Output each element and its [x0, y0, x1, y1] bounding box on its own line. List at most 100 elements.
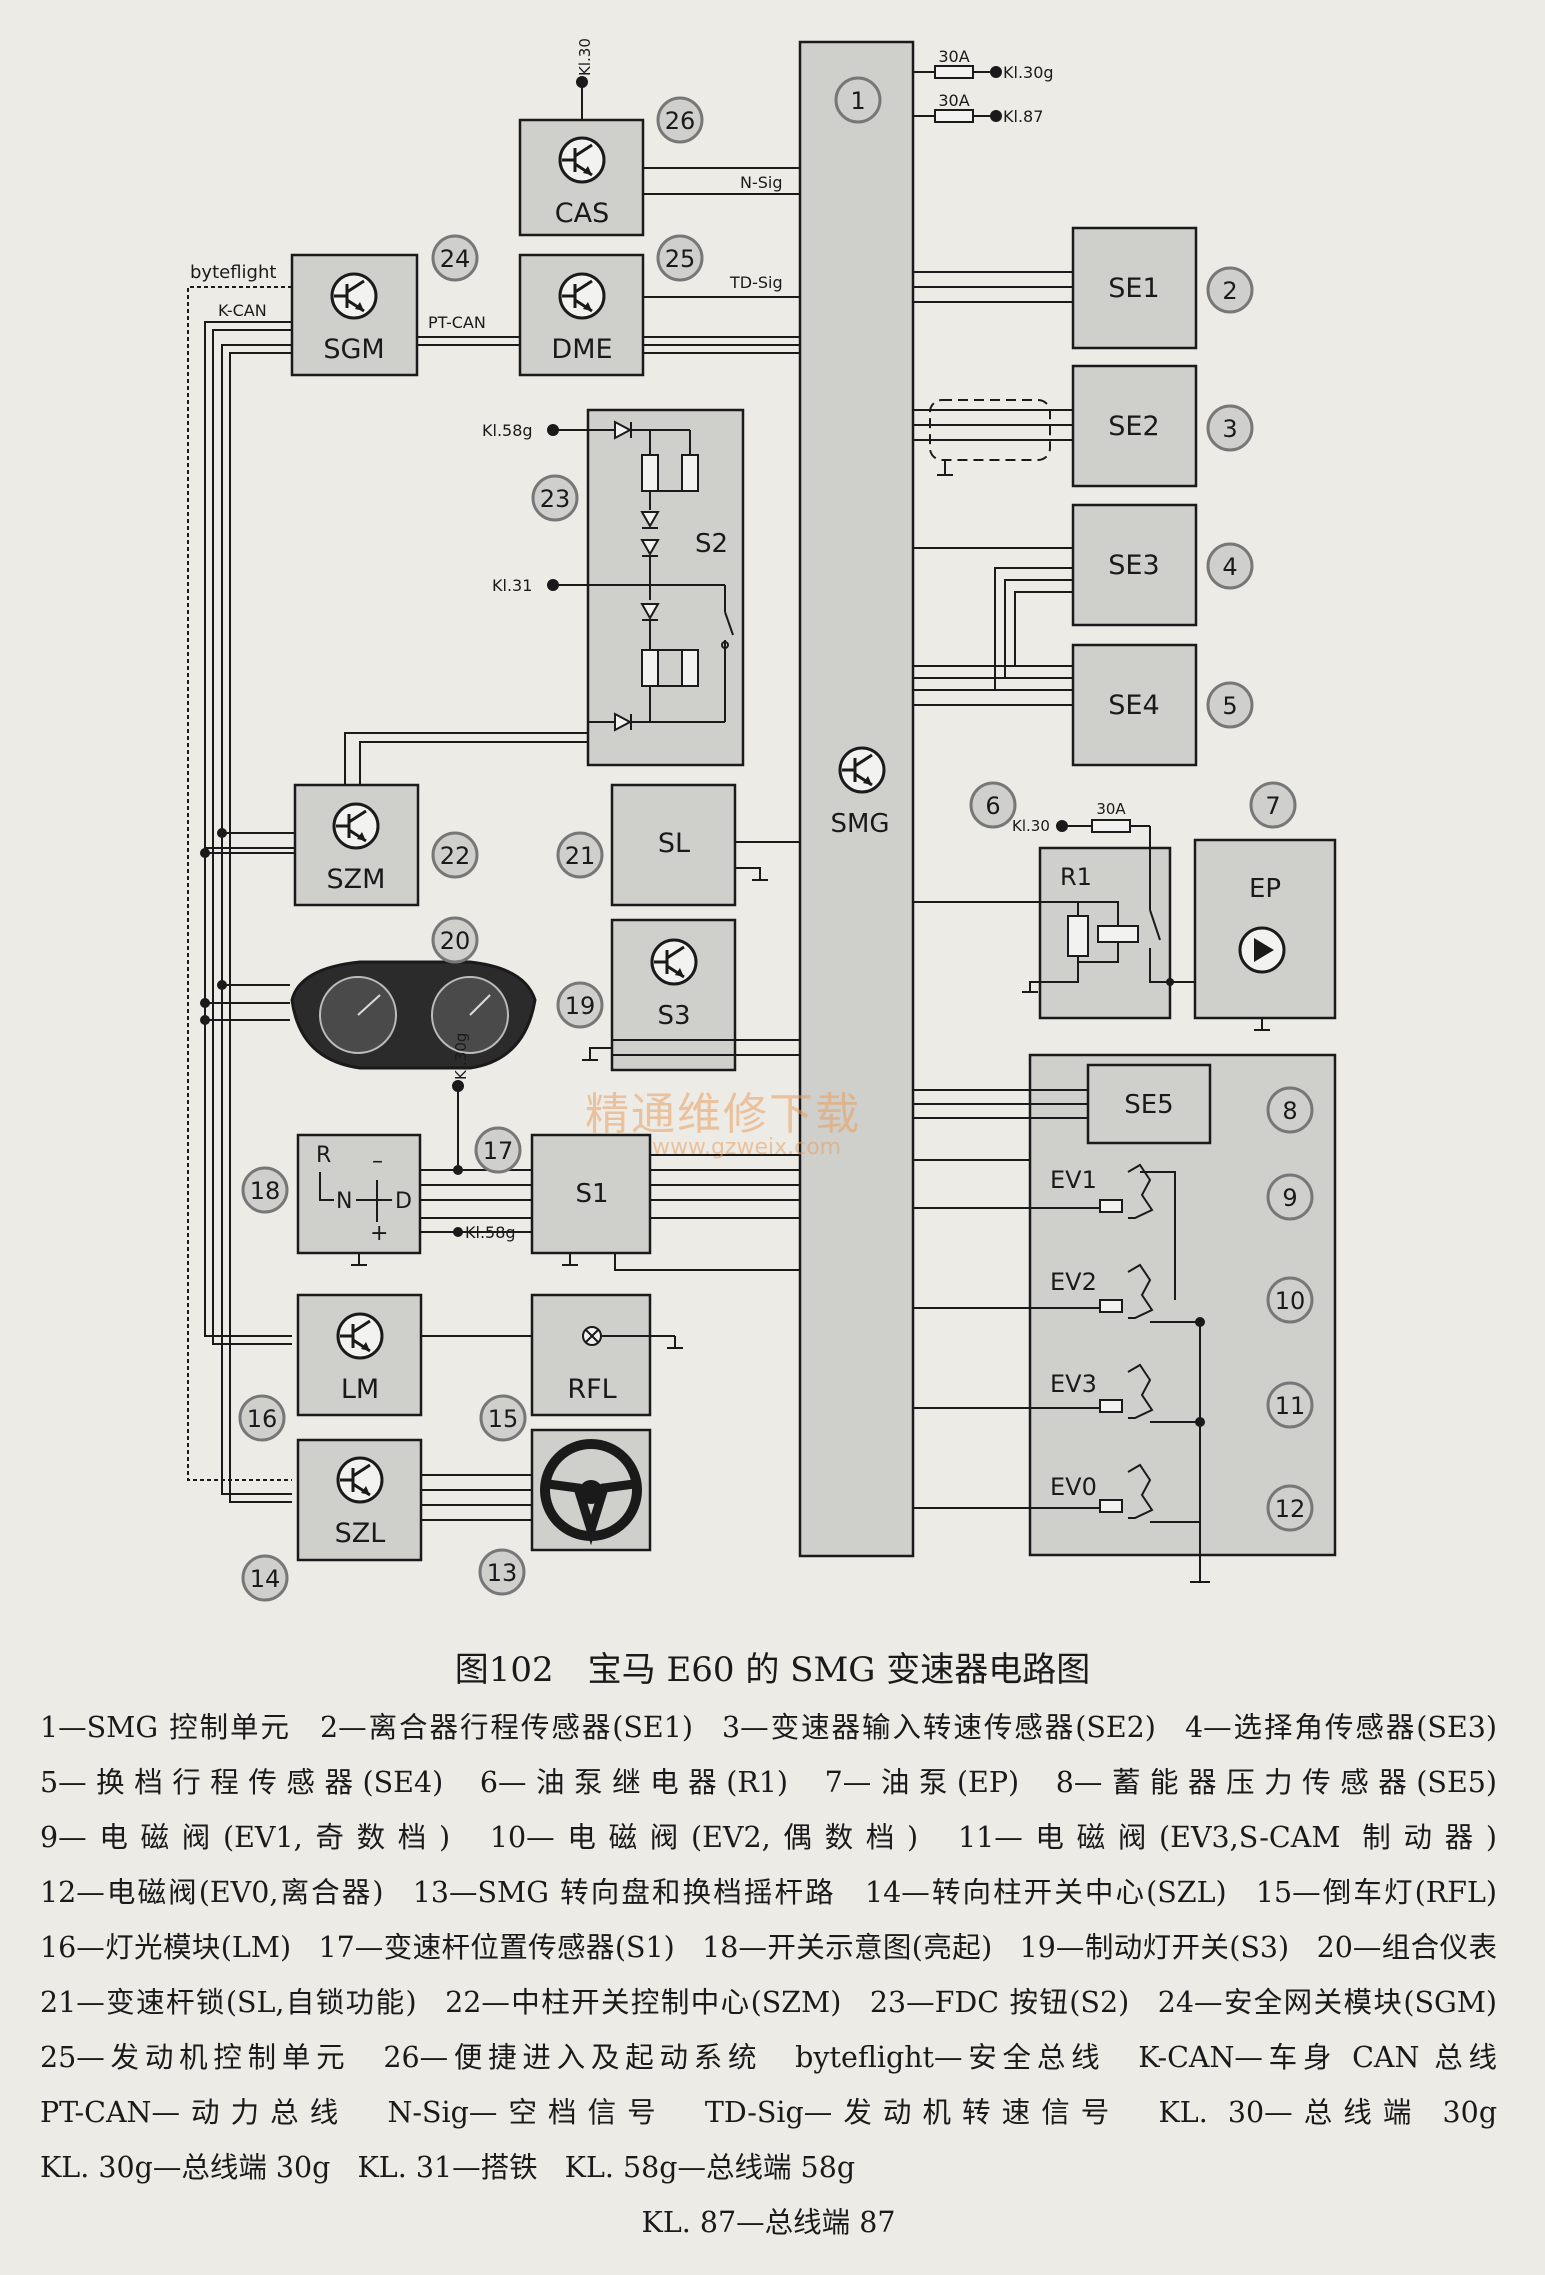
legend-item: byteflight—安全总线 [795, 2041, 1106, 2074]
dme-transistor-icon [558, 272, 606, 320]
legend-item: KL. 87—总线端 87 [641, 2206, 896, 2239]
svg-text:26: 26 [665, 107, 696, 135]
svg-text:11: 11 [1275, 1392, 1306, 1420]
legend-item: KL. 30—总线端 30g [1158, 2096, 1498, 2129]
fuse-30a-label: 30A [938, 47, 969, 66]
svg-text:8: 8 [1282, 1097, 1297, 1125]
badge-6: 6 [969, 781, 1017, 829]
sgm-transistor-icon [330, 272, 378, 320]
fuse-30a-label: 30A [938, 91, 969, 110]
legend-item: 9—电磁阀(EV1,奇数档) [40, 1821, 451, 1854]
kl58g-s1-label: Kl.58g [465, 1223, 516, 1242]
svg-text:3: 3 [1222, 415, 1237, 443]
badge-2: 2 [1206, 266, 1254, 314]
badge-7: 7 [1249, 781, 1297, 829]
legend-item: 16—灯光模块(LM) [40, 1931, 292, 1964]
badge-4: 4 [1206, 542, 1254, 590]
pt-can-label: PT-CAN [428, 313, 486, 332]
svg-text:10: 10 [1275, 1287, 1306, 1315]
fuse-30a-r1-label: 30A [1096, 800, 1126, 818]
ev0-valve: EV0 [913, 1463, 1200, 1523]
szl-transistor-icon [336, 1456, 384, 1504]
svg-text:1: 1 [850, 87, 865, 115]
badge-26: 26 [656, 96, 704, 144]
sgm-label: SGM [323, 334, 384, 365]
kl30-r1-label: Kl.30 [1012, 817, 1050, 835]
badge-5: 5 [1206, 681, 1254, 729]
gear-minus-label: – [372, 1149, 383, 1174]
figure-caption: 图102 宝马 E60 的 SMG 变速器电路图 [454, 1650, 1091, 1690]
lm-label: LM [341, 1374, 379, 1405]
se2-label: SE2 [1108, 411, 1159, 442]
badge-22: 22 [431, 831, 479, 879]
legend-item: 18—开关示意图(亮起) [702, 1931, 993, 1964]
legend-item: K-CAN—车身 CAN 总线 [1138, 2041, 1497, 2074]
s1-label: S1 [575, 1179, 608, 1209]
legend-item: 10—电磁阀(EV2,偶数档) [489, 1821, 919, 1854]
szm-transistor-icon [332, 802, 380, 850]
legend-item: 2—离合器行程传感器(SE1) [320, 1711, 693, 1744]
watermark-cn: 精通维修下载 [585, 1089, 861, 1140]
rfl-reverse-light [530, 1293, 652, 1417]
badge-3: 3 [1206, 404, 1254, 452]
legend-item: 7—油泵(EP) [824, 1766, 1020, 1799]
number-badges: 1 2 3 4 5 6 7 8 9 10 11 12 13 14 15 16 1… [238, 76, 1314, 1602]
gear-lever-sensor-s1 [530, 1133, 652, 1255]
legend-item: 13—SMG 转向盘和换档摇杆路 [412, 1876, 836, 1909]
circuit-diagram: SMG 30A Kl.30g 30A Kl.87 CAS Kl.30 N-Sig… [187, 38, 1337, 1602]
badge-13: 13 [478, 1548, 526, 1596]
legend-item: 26—便捷进入及起动系统 [383, 2041, 763, 2074]
svg-text:19: 19 [565, 992, 596, 1020]
legend-item: 11—电磁阀(EV3,S-CAM 制动器) [957, 1821, 1498, 1854]
legend-item: KL. 58g—总线端 58g [564, 2151, 856, 2184]
badge-15: 15 [479, 1394, 527, 1442]
legend-item: 8—蓄能器压力传感器(SE5) [1055, 1766, 1498, 1799]
badge-16: 16 [238, 1394, 286, 1442]
legend-item: KL. 31—搭铁 [357, 2151, 538, 2184]
se2-sensor [1071, 364, 1198, 488]
legend-item: N-Sig—空档信号 [387, 2096, 667, 2129]
legend-item: 4—选择角传感器(SE3) [1184, 1711, 1498, 1744]
legend-item: KL. 30g—总线端 30g [40, 2151, 331, 2184]
ev0-label: EV0 [1050, 1473, 1097, 1501]
sl-shift-lock [610, 783, 737, 907]
badge-24: 24 [431, 234, 479, 282]
svg-text:24: 24 [440, 245, 471, 273]
badge-18: 18 [241, 1166, 289, 1214]
svg-text:12: 12 [1275, 1495, 1306, 1523]
ep-label: EP [1249, 874, 1281, 904]
legend-item: 5—换档行程传感器(SE4) [40, 1766, 444, 1799]
gear-switch-diagram [296, 1133, 422, 1255]
svg-text:13: 13 [487, 1559, 518, 1587]
kl58g-s2-label: Kl.58g [482, 421, 533, 440]
byteflight-label: byteflight [190, 262, 276, 283]
legend-item: 22—中柱开关控制中心(SZM) [445, 1986, 842, 2019]
badge-20: 20 [431, 916, 479, 964]
kl87-terminal-label: Kl.87 [1003, 107, 1043, 126]
legend: 1—SMG 控制单元 2—离合器行程传感器(SE1) 3—变速器输入转速传感器(… [40, 1700, 1515, 2250]
kl31-label: Kl.31 [492, 576, 532, 595]
szl-label: SZL [335, 1518, 386, 1549]
smg-control-unit [798, 40, 915, 1558]
svg-text:23: 23 [540, 485, 571, 513]
legend-item: 23—FDC 按钮(S2) [869, 1986, 1130, 2019]
brake-light-switch-s3 [610, 918, 737, 1072]
svg-text:25: 25 [665, 245, 696, 273]
smg-transistor-icon [838, 746, 886, 794]
legend-item: 6—油泵继电器(R1) [479, 1766, 789, 1799]
legend-item: 14—转向柱开关中心(SZL) [864, 1876, 1227, 1909]
td-sig-label: TD-Sig [729, 273, 783, 292]
svg-text:2: 2 [1222, 277, 1237, 305]
badge-21: 21 [556, 831, 604, 879]
watermark-url: www.gzweix.com [652, 1135, 842, 1160]
ev3-valve: EV3 [913, 1363, 1200, 1423]
badge-25: 25 [656, 234, 704, 282]
gear-plus-label: + [370, 1221, 388, 1246]
se4-label: SE4 [1108, 690, 1159, 721]
ev3-label: EV3 [1050, 1370, 1097, 1398]
szm-label: SZM [327, 864, 386, 895]
legend-item: TD-Sig—发动机转速信号 [704, 2096, 1121, 2129]
cas-label: CAS [555, 198, 609, 229]
legend-item: 1—SMG 控制单元 [40, 1711, 291, 1744]
badge-23: 23 [531, 474, 579, 522]
